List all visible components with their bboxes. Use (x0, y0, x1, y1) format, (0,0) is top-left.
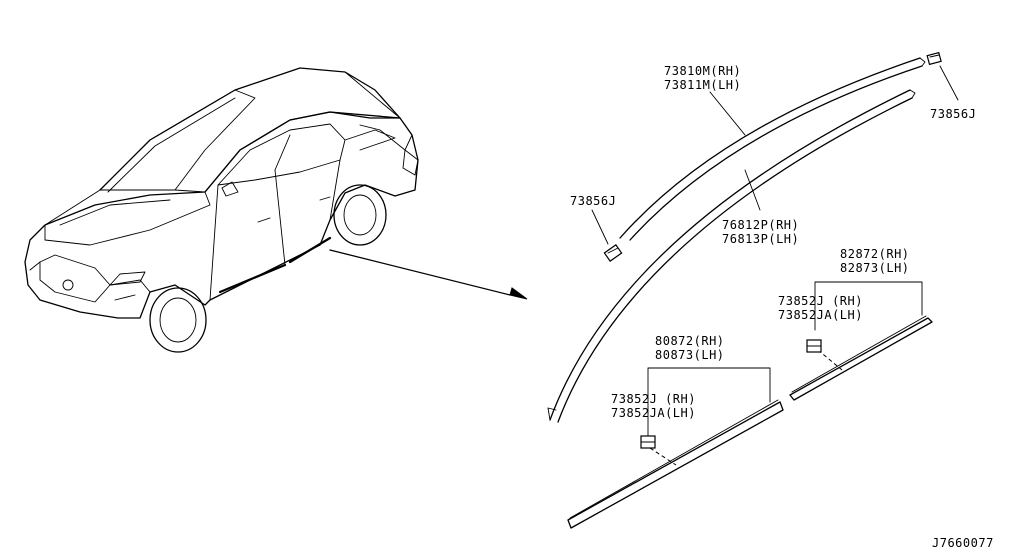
drip-molding-lh-label: 76813P(LH) (722, 232, 799, 246)
front-door-clip-icon (640, 435, 656, 449)
rear-door-clip-icon (806, 339, 822, 353)
roof-molding-lh-label: 73811M(LH) (664, 78, 741, 92)
drip-molding (547, 89, 916, 423)
clip-top-icon (926, 51, 959, 101)
clip-left-icon (591, 209, 623, 262)
car-illustration (24, 67, 419, 353)
roof-molding-rh-label: 73810M(RH) (664, 64, 741, 78)
pointer-arrow (329, 249, 528, 300)
front-door-clip-rh-label: 73852J (RH) (611, 392, 696, 406)
roof-molding (619, 57, 926, 241)
front-door-clip-lh-label: 73852JA(LH) (611, 406, 696, 420)
leader-roof-molding (709, 91, 746, 136)
front-door-molding (567, 367, 784, 529)
rear-door-clip-rh-label: 73852J (RH) (778, 294, 863, 308)
front-door-molding-rh-label: 80872(RH) (655, 334, 725, 348)
rear-door-molding (789, 281, 933, 401)
clip-top-label: 73856J (930, 107, 976, 121)
clip-left-label: 73856J (570, 194, 616, 208)
rear-door-molding-lh-label: 82873(LH) (840, 261, 910, 275)
leader-drip-molding (744, 169, 761, 211)
rear-door-clip-lh-label: 73852JA(LH) (778, 308, 863, 322)
rear-door-molding-rh-label: 82872(RH) (840, 247, 910, 261)
drip-molding-rh-label: 76812P(RH) (722, 218, 799, 232)
front-door-molding-lh-label: 80873(LH) (655, 348, 725, 362)
diagram-id: J7660077 (932, 536, 994, 550)
